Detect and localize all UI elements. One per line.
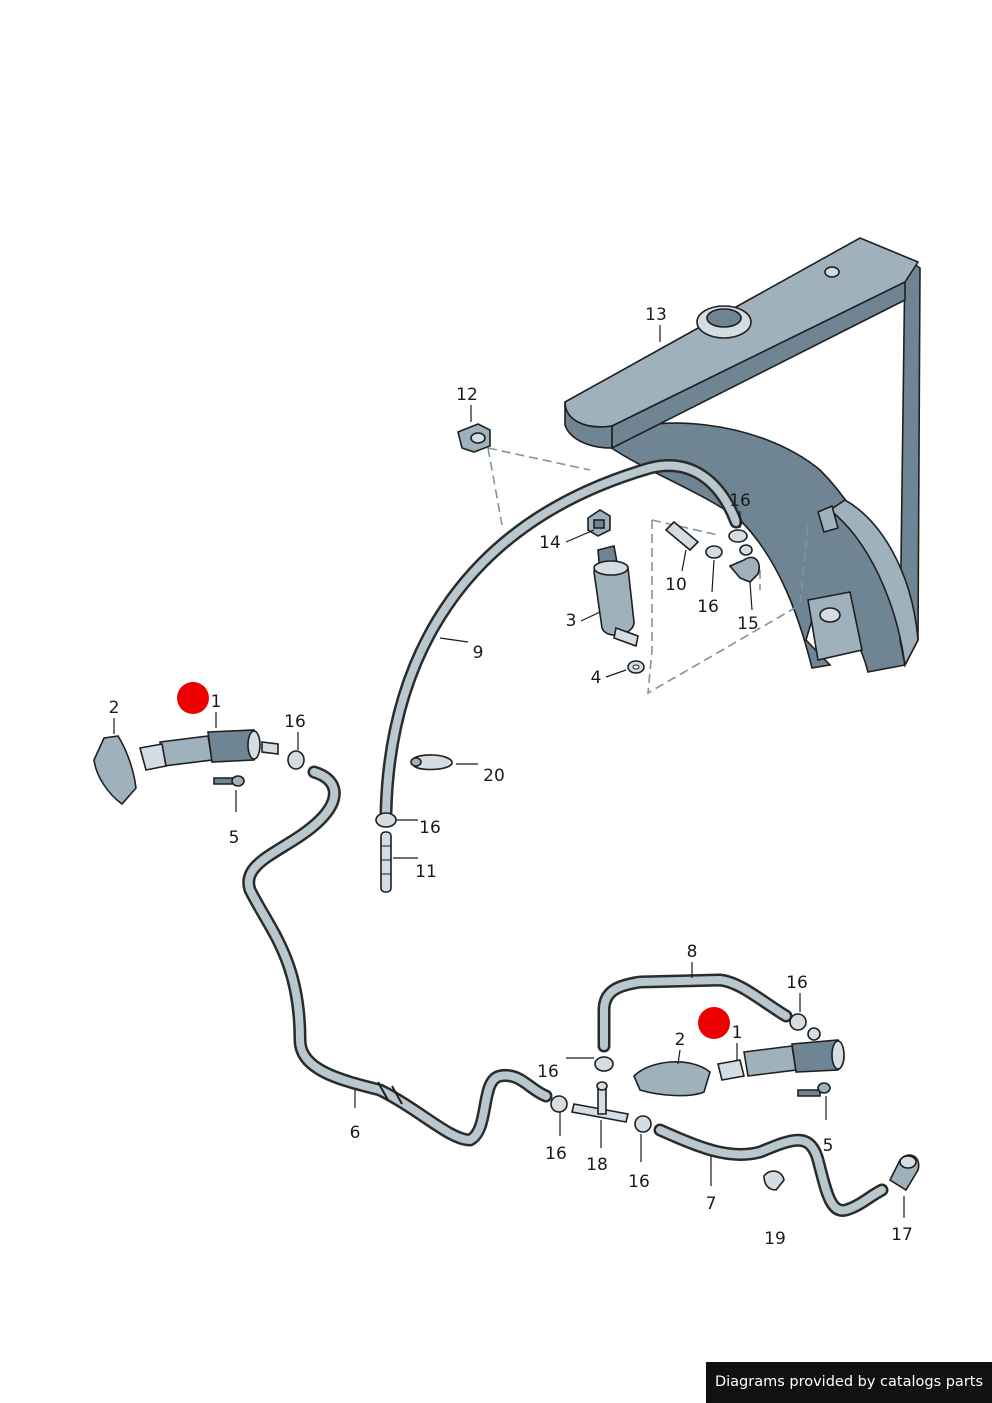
- callout-6: 6: [350, 1123, 361, 1143]
- leader-14: [565, 529, 595, 543]
- callout-1-left: 1: [211, 692, 222, 712]
- callout-16-pump: 16: [697, 597, 719, 617]
- hose-clip-part-16-mid[interactable]: [375, 812, 397, 828]
- hose-part-6[interactable]: [242, 765, 553, 1147]
- callout-18: 18: [586, 1155, 608, 1175]
- leader-16-pump: [711, 559, 715, 593]
- hose-clip-part-16-top[interactable]: [728, 529, 748, 543]
- connector-part-11[interactable]: [380, 831, 392, 893]
- callout-16-top: 16: [729, 491, 751, 511]
- callout-8: 8: [687, 942, 698, 962]
- cable-tie-part-20[interactable]: [410, 754, 453, 771]
- screw-part-5-left[interactable]: [213, 775, 245, 787]
- leader-15: [749, 581, 753, 611]
- headlamp-washer-cover-part-2-left[interactable]: [93, 735, 137, 806]
- clip-part-12[interactable]: [457, 423, 491, 453]
- clip-part-19[interactable]: [763, 1170, 785, 1191]
- hose-clip-part-16-right-bottom[interactable]: [634, 1115, 652, 1133]
- hose-part-8[interactable]: [597, 973, 793, 1053]
- callout-19: 19: [764, 1229, 786, 1249]
- hose-part-9[interactable]: [379, 459, 743, 819]
- callout-5-left: 5: [229, 828, 240, 848]
- washer-pump-part-3[interactable]: [593, 545, 639, 648]
- hose-clip-part-16-upper[interactable]: [705, 545, 723, 559]
- callout-17: 17: [891, 1225, 913, 1245]
- hose-clip-part-16-right-center[interactable]: [550, 1095, 568, 1113]
- connector-part-14[interactable]: [587, 509, 611, 537]
- callout-16-right-top: 16: [786, 973, 808, 993]
- leader-2-right: [677, 1049, 681, 1065]
- connector-tube-part-10[interactable]: [664, 520, 700, 552]
- assembly-line-pump: [647, 520, 809, 695]
- callout-16-left: 16: [284, 712, 306, 732]
- screw-part-5-right[interactable]: [797, 1082, 831, 1097]
- callout-11: 11: [415, 862, 437, 882]
- hose-clip-part-16-right-left[interactable]: [594, 1056, 614, 1072]
- callout-16-right-center: 16: [545, 1144, 567, 1164]
- callout-1-right: 1: [732, 1023, 743, 1043]
- headlamp-washer-cover-part-2-right[interactable]: [633, 1061, 711, 1097]
- hose-part-7[interactable]: [653, 1123, 889, 1217]
- assembly-line-12: [487, 447, 591, 471]
- callout-2-left: 2: [109, 698, 120, 718]
- t-connector-part-18[interactable]: [571, 1081, 629, 1123]
- leader-3: [580, 611, 601, 622]
- callout-14: 14: [539, 533, 561, 553]
- hose-clip-part-16-right-top[interactable]: [789, 1013, 807, 1031]
- elbow-connector-part-17[interactable]: [888, 1154, 920, 1192]
- callout-20: 20: [483, 766, 505, 786]
- assembly-line-12-down: [487, 447, 503, 526]
- leader-4: [605, 669, 627, 678]
- callout-9: 9: [473, 643, 484, 663]
- callout-7: 7: [706, 1194, 717, 1214]
- callout-16-right-bottom: 16: [628, 1172, 650, 1192]
- elbow-part-15[interactable]: [728, 544, 760, 583]
- callout-2-right: 2: [675, 1030, 686, 1050]
- hose-clip-part-16-left[interactable]: [287, 750, 305, 770]
- highlight-marker-left: [177, 682, 209, 714]
- highlight-marker-right: [698, 1007, 730, 1039]
- callout-10: 10: [665, 575, 687, 595]
- washer-fluid-reservoir[interactable]: [564, 237, 921, 673]
- assembly-line-10: [651, 519, 719, 536]
- callout-3: 3: [566, 611, 577, 631]
- callout-5-right: 5: [823, 1136, 834, 1156]
- leader-9: [439, 637, 469, 643]
- callout-12: 12: [456, 385, 478, 405]
- leader-10: [681, 549, 687, 572]
- callout-4: 4: [591, 668, 602, 688]
- attribution-banner: Diagrams provided by catalogs parts: [706, 1362, 992, 1403]
- seal-part-4[interactable]: [627, 660, 645, 674]
- callout-13: 13: [645, 305, 667, 325]
- callout-16-mid: 16: [419, 818, 441, 838]
- callout-16-right-left: 16: [537, 1062, 559, 1082]
- callout-15: 15: [737, 614, 759, 634]
- washer-nozzle-part-1-right[interactable]: [717, 1027, 845, 1081]
- washer-nozzle-part-1-left[interactable]: [138, 729, 279, 771]
